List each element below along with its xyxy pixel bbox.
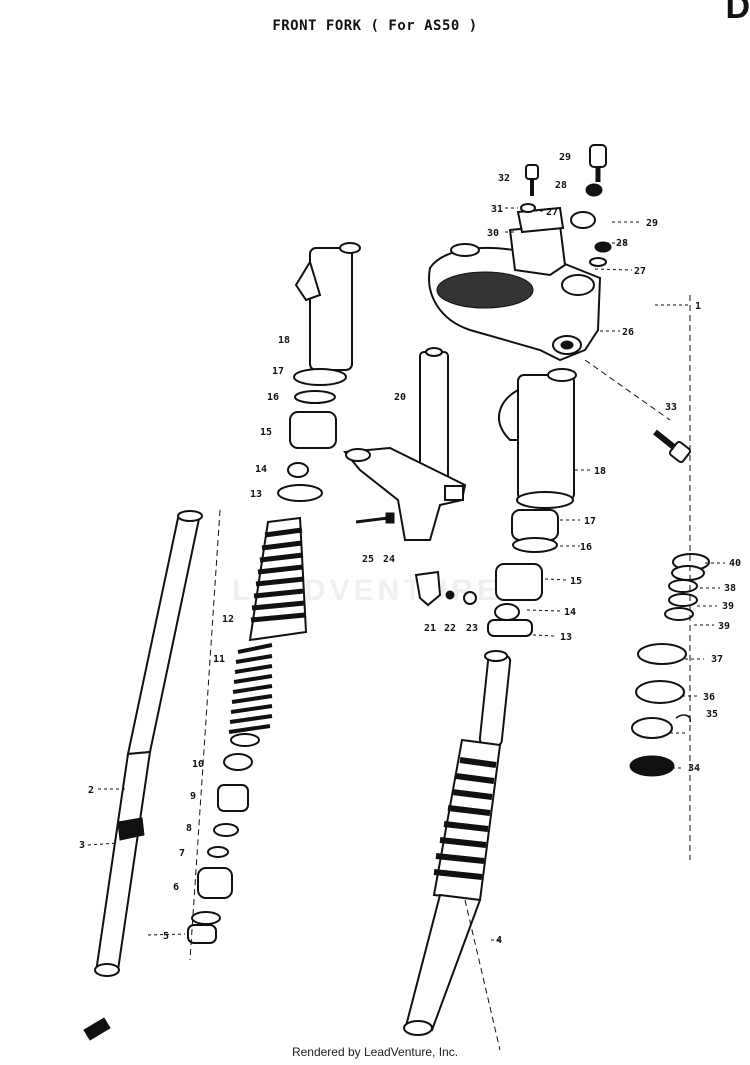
right-lower-leg — [403, 650, 512, 1036]
page-title: FRONT FORK ( For AS50 ) — [272, 18, 478, 34]
callout-22: 22 — [444, 623, 456, 634]
callout-25: 25 — [362, 554, 374, 565]
callout-20: 20 — [394, 392, 406, 403]
callout-36: 36 — [703, 692, 715, 703]
callout-18: 18 — [278, 335, 290, 346]
callout-13-b: 13 — [560, 632, 572, 643]
callout-38: 38 — [724, 583, 736, 594]
callout-27: 27 — [634, 266, 646, 277]
callout-39: 39 — [722, 601, 734, 612]
callout-15-b: 15 — [570, 576, 582, 587]
callout-14-b: 14 — [564, 607, 576, 618]
callout-23: 23 — [466, 623, 478, 634]
cable-guide-21-23 — [414, 570, 477, 607]
callout-24: 24 — [383, 554, 395, 565]
footer-credit: Rendered by LeadVenture, Inc. — [291, 1045, 459, 1059]
callout-3: 3 — [79, 840, 85, 851]
top-bolts — [520, 144, 612, 267]
callout-35: 35 — [706, 709, 718, 720]
callout-labels: 1 2 3 4 5 6 7 8 9 10 11 12 13 14 15 16 1… — [79, 152, 741, 946]
right-seals-15-18 — [487, 509, 559, 637]
damper-parts-5-10 — [187, 753, 253, 944]
steering-stem — [343, 347, 467, 541]
lower-bolt-25 — [355, 512, 395, 524]
callout-32: 32 — [498, 173, 510, 184]
stem-bolt — [653, 429, 692, 464]
callout-6: 6 — [173, 882, 179, 893]
callout-1: 1 — [695, 301, 701, 312]
handlebar-holder — [508, 206, 596, 277]
callout-21: 21 — [424, 623, 436, 634]
callout-12: 12 — [222, 614, 234, 625]
right-upper-cover — [498, 368, 577, 509]
callout-11: 11 — [213, 654, 225, 665]
callout-4: 4 — [496, 935, 502, 946]
callout-29-b: 29 — [646, 218, 658, 229]
callout-16: 16 — [267, 392, 279, 403]
callout-33: 33 — [665, 402, 677, 413]
callout-15: 15 — [260, 427, 272, 438]
callout-28-b: 28 — [555, 180, 567, 191]
callout-10: 10 — [192, 759, 204, 770]
callout-37: 37 — [711, 654, 723, 665]
leader-lines — [87, 207, 725, 1051]
callout-labels-repeat: 29 28 27 18 17 16 15 14 13 39 — [546, 180, 730, 643]
callout-2: 2 — [88, 785, 94, 796]
callout-18-b: 18 — [594, 466, 606, 477]
callout-14: 14 — [255, 464, 267, 475]
callout-7: 7 — [179, 848, 185, 859]
callout-28: 28 — [616, 238, 628, 249]
callout-39-b: 39 — [718, 621, 730, 632]
upper-bracket — [428, 243, 602, 362]
left-inner-tube — [94, 510, 203, 977]
steering-bearings — [629, 553, 710, 777]
callout-30: 30 — [487, 228, 499, 239]
callout-17-b: 17 — [584, 516, 596, 527]
left-upper-cover — [294, 242, 361, 371]
fork-spring — [228, 643, 273, 747]
callout-5: 5 — [163, 931, 169, 942]
small-arrow-mark — [83, 1017, 111, 1041]
left-rubber-boot — [248, 516, 308, 642]
callout-27-b: 27 — [546, 207, 558, 218]
callout-34: 34 — [688, 763, 700, 774]
callout-40: 40 — [729, 558, 741, 569]
callout-17: 17 — [272, 366, 284, 377]
left-seals-13-17 — [277, 368, 347, 502]
callout-9: 9 — [190, 791, 196, 802]
callout-29: 29 — [559, 152, 571, 163]
callout-8: 8 — [186, 823, 192, 834]
page-corner-mark: D — [725, 0, 750, 26]
callout-31: 31 — [491, 204, 503, 215]
callout-26: 26 — [622, 327, 634, 338]
callout-16-b: 16 — [580, 542, 592, 553]
callout-13: 13 — [250, 489, 262, 500]
